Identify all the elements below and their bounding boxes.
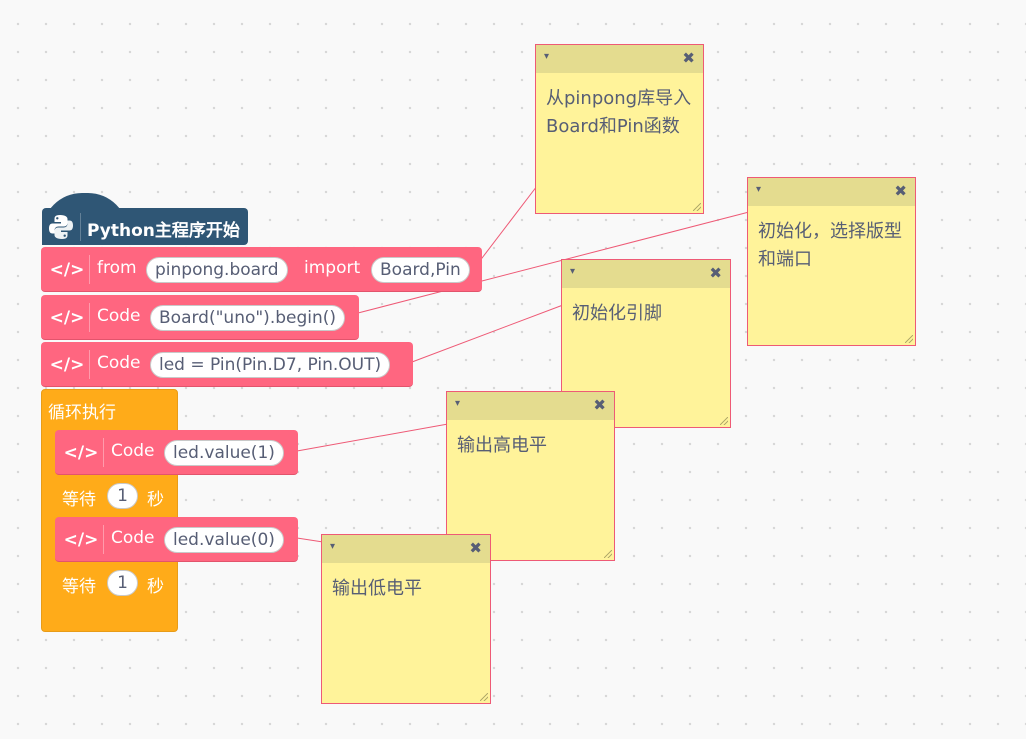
resize-handle-icon[interactable] xyxy=(480,693,488,701)
code-block-led-off[interactable]: </> Code led.value(0) xyxy=(55,517,298,562)
resize-handle-icon[interactable] xyxy=(720,417,728,425)
comment-note-high[interactable]: ▾ ✖ 输出高电平 xyxy=(446,391,615,561)
svg-text:</>: </> xyxy=(50,308,85,328)
note-text[interactable]: 从pinpong库导入Board和Pin函数 xyxy=(546,88,692,137)
comment-note-board-init[interactable]: ▾ ✖ 初始化，选择版型和端口 xyxy=(747,177,916,346)
code-keyword: Code xyxy=(111,528,155,548)
wait-seconds-input[interactable]: 1 xyxy=(107,483,138,509)
note-text[interactable]: 初始化，选择版型和端口 xyxy=(758,221,902,270)
comment-note-import[interactable]: ▾ ✖ 从pinpong库导入Board和Pin函数 xyxy=(535,44,704,214)
resize-handle-icon[interactable] xyxy=(604,550,612,558)
collapse-icon[interactable]: ▾ xyxy=(330,541,336,552)
code-block-board-begin[interactable]: </> Code Board("uno").begin() xyxy=(41,295,359,340)
wait-label: 等待 xyxy=(62,490,96,510)
import-keyword: import xyxy=(304,258,361,278)
collapse-icon[interactable]: ▾ xyxy=(570,266,576,277)
code-input[interactable]: led.value(0) xyxy=(164,527,284,553)
code-input[interactable]: led.value(1) xyxy=(164,440,284,466)
connector-note-4 xyxy=(296,423,449,452)
wait-unit: 秒 xyxy=(147,490,164,510)
python-main-start-block[interactable]: Python主程序开始 xyxy=(42,193,248,246)
note-title-bar[interactable] xyxy=(447,392,614,420)
from-import-block[interactable]: </> from pinpong.board import Board,Pin xyxy=(41,247,482,292)
wait-label: 等待 xyxy=(62,577,96,597)
collapse-icon[interactable]: ▾ xyxy=(544,51,550,62)
note-title-bar[interactable] xyxy=(748,178,915,206)
code-icon: </> xyxy=(50,355,85,375)
note-text[interactable]: 初始化引脚 xyxy=(572,303,662,324)
code-icon: </> xyxy=(50,260,85,280)
note-title-bar[interactable] xyxy=(562,260,730,288)
code-keyword: Code xyxy=(97,353,141,373)
comment-note-low[interactable]: ▾ ✖ 输出低电平 xyxy=(321,534,491,704)
code-keyword: Code xyxy=(111,441,155,461)
python-logo-icon xyxy=(49,215,73,239)
close-icon[interactable]: ✖ xyxy=(682,49,695,67)
code-icon: </> xyxy=(64,443,99,463)
wait-block-1[interactable]: 等待 1 秒 xyxy=(55,476,177,516)
code-keyword: Code xyxy=(97,306,141,326)
wait-block-2[interactable]: 等待 1 秒 xyxy=(55,563,177,603)
close-icon[interactable]: ✖ xyxy=(894,182,907,200)
hat-block-label: Python主程序开始 xyxy=(87,221,240,241)
connector-note-1 xyxy=(478,185,538,263)
connector-note-3 xyxy=(411,304,564,363)
loop-label: 循环执行 xyxy=(48,403,116,423)
collapse-icon[interactable]: ▾ xyxy=(756,184,762,195)
code-input[interactable]: led = Pin(Pin.D7, Pin.OUT) xyxy=(150,352,391,378)
code-input[interactable]: Board("uno").begin() xyxy=(150,305,346,331)
note-title-bar[interactable] xyxy=(536,45,703,73)
collapse-icon[interactable]: ▾ xyxy=(455,398,461,409)
close-icon[interactable]: ✖ xyxy=(709,264,722,282)
code-icon: </> xyxy=(64,530,99,550)
code-block-pin-init[interactable]: </> Code led = Pin(Pin.D7, Pin.OUT) xyxy=(41,342,413,387)
connector-note-5 xyxy=(296,537,324,543)
svg-text:</>: </> xyxy=(64,530,99,550)
svg-text:</>: </> xyxy=(50,355,85,375)
wait-unit: 秒 xyxy=(147,577,164,597)
module-input[interactable]: pinpong.board xyxy=(146,257,288,283)
svg-text:</>: </> xyxy=(64,443,99,463)
from-keyword: from xyxy=(97,258,137,278)
note-text[interactable]: 输出高电平 xyxy=(457,435,547,456)
note-title-bar[interactable] xyxy=(322,535,490,563)
import-names-input[interactable]: Board,Pin xyxy=(371,257,470,283)
close-icon[interactable]: ✖ xyxy=(469,539,482,557)
resize-handle-icon[interactable] xyxy=(905,335,913,343)
code-block-led-on[interactable]: </> Code led.value(1) xyxy=(55,430,298,475)
close-icon[interactable]: ✖ xyxy=(593,396,606,414)
code-icon: </> xyxy=(50,308,85,328)
resize-handle-icon[interactable] xyxy=(693,203,701,211)
wait-seconds-input[interactable]: 1 xyxy=(107,570,138,596)
svg-text:</>: </> xyxy=(50,260,85,280)
note-text[interactable]: 输出低电平 xyxy=(332,578,422,599)
